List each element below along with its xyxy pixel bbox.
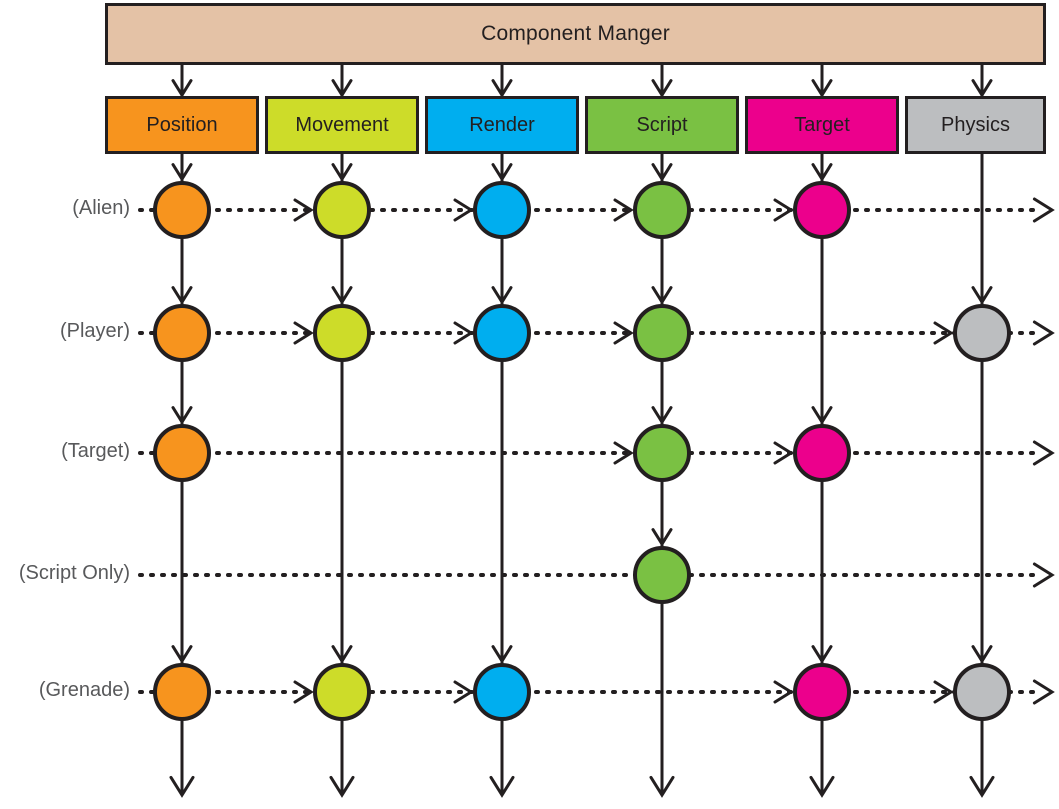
component-node-player-movement[interactable]: [313, 304, 371, 362]
column-node-arrowhead-position-player: [171, 286, 193, 305]
entity-chain-arrowhead-player-movement: [293, 321, 314, 345]
component-box-label: Movement: [295, 113, 389, 136]
component-node-grenade-render[interactable]: [473, 663, 531, 721]
entity-chain-end-arrowhead-target: [1032, 440, 1055, 466]
column-node-arrowhead-script-script-only: [651, 528, 673, 547]
component-node-target-script[interactable]: [633, 424, 691, 482]
column-node-arrowhead-script-player: [651, 286, 673, 305]
entity-link-lines: [138, 208, 1040, 694]
column-node-arrowhead-position-target: [171, 406, 193, 425]
entity-chain-arrowhead-alien-render: [453, 198, 474, 222]
entity-chain-end-arrowhead-grenade: [1032, 679, 1055, 705]
entity-chain-arrowhead-grenade-movement: [293, 680, 314, 704]
column-end-arrowhead-script: [649, 775, 675, 798]
component-box-position[interactable]: Position: [105, 96, 259, 154]
entity-inline-arrowheads: [293, 197, 1055, 705]
column-node-arrowhead-position-grenade: [171, 645, 193, 664]
component-box-movement[interactable]: Movement: [265, 96, 419, 154]
manager-arrowhead-physics: [971, 79, 993, 98]
column-node-arrowhead-movement-grenade: [331, 645, 353, 664]
component-node-player-position[interactable]: [153, 304, 211, 362]
column-end-arrowhead-render: [489, 775, 515, 798]
column-node-arrowhead-movement-alien: [331, 163, 353, 182]
column-end-arrowhead-target: [809, 775, 835, 798]
entity-label-alien: (Alien): [72, 197, 130, 219]
column-node-arrowhead-movement-player: [331, 286, 353, 305]
entity-chain-arrowhead-target-script: [613, 441, 634, 465]
entity-chain-arrowhead-alien-target: [773, 198, 794, 222]
entity-chain-arrowhead-player-script: [613, 321, 634, 345]
manager-dispatch-arrows: [171, 65, 993, 98]
component-node-target-position[interactable]: [153, 424, 211, 482]
column-node-arrowhead-target-grenade: [811, 645, 833, 664]
component-box-label: Render: [469, 113, 535, 136]
entity-chain-arrowhead-alien-script: [613, 198, 634, 222]
component-node-player-render[interactable]: [473, 304, 531, 362]
column-end-arrowhead-physics: [969, 775, 995, 798]
entity-label-script-only: (Script Only): [18, 562, 130, 584]
component-manager-bar[interactable]: Component Manger: [105, 3, 1046, 65]
entity-chain-arrowhead-grenade-physics: [933, 680, 954, 704]
component-node-grenade-position[interactable]: [153, 663, 211, 721]
column-end-arrowhead-movement: [329, 775, 355, 798]
component-manager-label: Component Manger: [481, 22, 670, 45]
component-node-alien-target[interactable]: [793, 181, 851, 239]
component-box-target[interactable]: Target: [745, 96, 899, 154]
column-node-arrowhead-script-target: [651, 406, 673, 425]
manager-arrowhead-render: [491, 79, 513, 98]
column-node-arrowhead-render-player: [491, 286, 513, 305]
manager-arrowhead-target: [811, 79, 833, 98]
component-box-label: Position: [146, 113, 218, 136]
component-node-player-physics[interactable]: [953, 304, 1011, 362]
component-node-player-script[interactable]: [633, 304, 691, 362]
column-node-arrowhead-script-alien: [651, 163, 673, 182]
component-box-label: Target: [794, 113, 850, 136]
column-node-arrowhead-target-target: [811, 406, 833, 425]
component-box-physics[interactable]: Physics: [905, 96, 1046, 154]
component-node-script-only-script[interactable]: [633, 546, 691, 604]
column-node-arrowhead-physics-grenade: [971, 645, 993, 664]
component-node-alien-movement[interactable]: [313, 181, 371, 239]
entity-chain-end-arrowhead-player: [1032, 320, 1055, 346]
manager-arrowhead-script: [651, 79, 673, 98]
component-node-target-target[interactable]: [793, 424, 851, 482]
component-box-script[interactable]: Script: [585, 96, 739, 154]
column-node-arrowhead-target-alien: [811, 163, 833, 182]
entity-chain-end-arrowhead-script-only: [1032, 562, 1055, 588]
component-node-grenade-target[interactable]: [793, 663, 851, 721]
entity-chain-arrowhead-player-render: [453, 321, 474, 345]
entity-label-player: (Player): [59, 320, 130, 342]
entity-label-target: (Target): [61, 440, 130, 462]
column-inline-arrowheads: [169, 163, 995, 798]
component-node-grenade-physics[interactable]: [953, 663, 1011, 721]
entity-chain-arrowhead-target-target: [773, 441, 794, 465]
entity-chain-end-arrowhead-alien: [1032, 197, 1055, 223]
manager-arrowhead-movement: [331, 79, 353, 98]
column-node-arrowhead-render-grenade: [491, 645, 513, 664]
column-node-arrowhead-position-alien: [171, 163, 193, 182]
column-node-arrowhead-render-alien: [491, 163, 513, 182]
entity-chain-arrowhead-alien-movement: [293, 198, 314, 222]
component-node-alien-script[interactable]: [633, 181, 691, 239]
component-node-grenade-movement[interactable]: [313, 663, 371, 721]
entity-chain-arrowhead-grenade-target: [773, 680, 794, 704]
component-node-alien-position[interactable]: [153, 181, 211, 239]
component-box-render[interactable]: Render: [425, 96, 579, 154]
component-node-alien-render[interactable]: [473, 181, 531, 239]
manager-arrowhead-position: [171, 79, 193, 98]
entity-chain-arrowhead-player-physics: [933, 321, 954, 345]
column-end-arrowhead-position: [169, 775, 195, 798]
component-box-label: Physics: [941, 113, 1010, 136]
column-node-arrowhead-physics-player: [971, 286, 993, 305]
entity-label-grenade: (Grenade): [38, 679, 130, 701]
component-box-label: Script: [636, 113, 688, 136]
entity-chain-arrowhead-grenade-render: [453, 680, 474, 704]
